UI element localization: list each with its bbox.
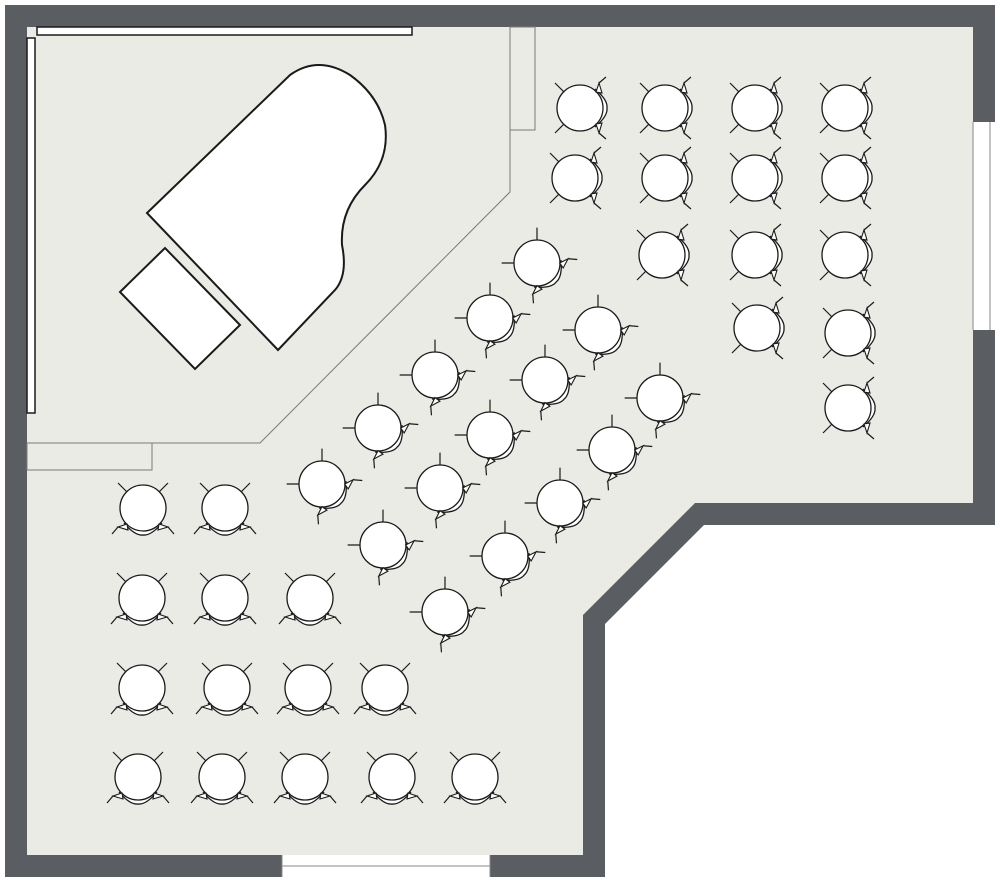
chair <box>819 76 873 140</box>
window-right[interactable] <box>972 122 995 330</box>
chair <box>639 76 693 140</box>
chair <box>819 223 873 287</box>
chair <box>409 576 486 653</box>
chair <box>399 339 476 416</box>
chair <box>353 662 417 716</box>
chair <box>819 146 873 210</box>
chair <box>454 282 531 359</box>
chair <box>278 572 342 626</box>
chair <box>562 294 639 371</box>
chair <box>190 751 254 805</box>
chair <box>729 76 783 140</box>
chair <box>360 751 424 805</box>
chair <box>195 662 259 716</box>
chair <box>549 146 603 210</box>
chair <box>636 223 690 287</box>
chair <box>276 662 340 716</box>
chair <box>554 76 608 140</box>
chair <box>822 301 876 365</box>
chair <box>469 520 546 597</box>
chair <box>193 482 257 536</box>
chair <box>111 482 175 536</box>
chair <box>822 376 876 440</box>
chair <box>106 751 170 805</box>
chair <box>110 662 174 716</box>
chair <box>193 572 257 626</box>
chair <box>501 227 578 304</box>
grand-piano <box>145 64 387 352</box>
stage-area <box>26 26 536 471</box>
piano-bench <box>118 246 242 371</box>
wall-shelf-top <box>36 26 413 36</box>
chair <box>443 751 507 805</box>
chair <box>624 362 701 439</box>
wall-shelf-left <box>26 37 36 414</box>
chair <box>273 751 337 805</box>
chair <box>731 296 785 360</box>
chair <box>404 452 481 529</box>
chair <box>110 572 174 626</box>
chair <box>576 414 653 491</box>
chair <box>347 509 424 586</box>
chair <box>639 146 693 210</box>
chair <box>524 467 601 544</box>
chairs <box>106 76 876 805</box>
chair <box>286 448 363 525</box>
chair <box>729 146 783 210</box>
chair <box>509 344 586 421</box>
door-bottom[interactable] <box>281 855 491 877</box>
chair <box>454 399 531 476</box>
chair <box>729 223 783 287</box>
